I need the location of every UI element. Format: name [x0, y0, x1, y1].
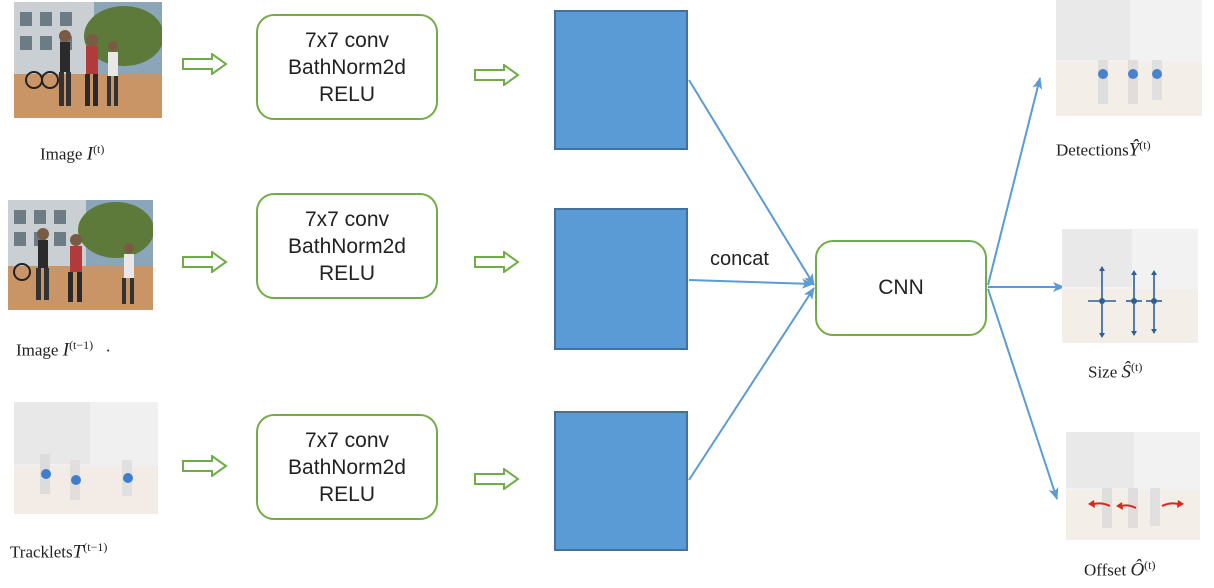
image-t-minus-1-thumbnail — [8, 200, 153, 310]
caption-prefix: Image — [40, 144, 87, 164]
caption-prefix: Image — [16, 340, 63, 360]
arrow-feat1-to-cnn — [688, 79, 815, 286]
caption-superscript: (t−1) — [83, 540, 108, 554]
arrow-feat2-to-cnn — [688, 278, 814, 289]
detections-thumbnail — [1056, 0, 1202, 116]
caption-superscript: (t−1) — [69, 338, 94, 352]
caption-superscript: (t) — [1131, 360, 1143, 374]
caption-prefix: Size — [1088, 362, 1122, 382]
conv-line1: 7x7 conv — [304, 428, 390, 452]
offset-thumbnail — [1066, 432, 1200, 540]
caption-symbol: Ô — [1130, 559, 1145, 581]
size-thumbnail — [1062, 229, 1198, 343]
tracklets-thumbnail — [14, 402, 158, 514]
conv-block-row1: 7x7 conv BathNorm2d RELU — [256, 14, 438, 120]
concat-label: concat — [710, 248, 769, 270]
caption-superscript: (t) — [1139, 138, 1151, 152]
conv-line2: BathNorm2d — [288, 455, 406, 479]
conv-block-row3: 7x7 conv BathNorm2d RELU — [256, 414, 438, 520]
image-t-thumbnail — [14, 2, 162, 118]
arrow-cnn-to-offset — [987, 288, 1059, 500]
block-arrow-row2-output — [474, 251, 520, 273]
caption-prefix: Offset — [1084, 560, 1131, 580]
arrow-cnn-to-detections — [987, 77, 1043, 286]
caption-prefix: Tracklets — [10, 542, 73, 562]
feature-map-row3 — [554, 411, 688, 551]
conv-block-row2: 7x7 conv BathNorm2d RELU — [256, 193, 438, 299]
detections-caption: DetectionsŶ(t) — [1056, 138, 1151, 162]
conv-line2: BathNorm2d — [288, 55, 406, 79]
block-arrow-row3-output — [474, 468, 520, 490]
image-t-minus-1-caption: Image I(t−1) · — [16, 338, 111, 362]
caption-symbol: I — [86, 143, 94, 165]
conv-line3: RELU — [318, 82, 376, 106]
cnn-block: CNN — [815, 240, 987, 336]
block-arrow-row1-input — [182, 53, 228, 75]
feature-map-row1 — [554, 10, 688, 150]
caption-superscript: (t) — [1144, 558, 1156, 572]
conv-line2: BathNorm2d — [288, 234, 406, 258]
image-t-caption: Image I(t) — [40, 142, 104, 166]
conv-line3: RELU — [318, 261, 376, 285]
conv-line1: 7x7 conv — [304, 207, 390, 231]
caption-symbol: Ŝ — [1121, 361, 1132, 383]
caption-superscript: (t) — [93, 142, 105, 156]
feature-map-row2 — [554, 208, 688, 350]
caption-prefix: Detections — [1056, 140, 1129, 160]
arrow-feat3-to-cnn — [688, 287, 815, 481]
block-arrow-row3-input — [182, 455, 228, 477]
block-arrow-row1-output — [474, 64, 520, 86]
caption-symbol: Ŷ — [1128, 139, 1140, 161]
tracklets-caption: TrackletsT(t−1) — [10, 540, 107, 564]
size-caption: Size Ŝ(t) — [1088, 360, 1142, 384]
block-arrow-row2-input — [182, 251, 228, 273]
conv-line3: RELU — [318, 482, 376, 506]
caption-trail-mark: · — [105, 340, 112, 360]
caption-symbol: T — [72, 541, 84, 563]
caption-symbol: I — [62, 339, 70, 361]
conv-line1: 7x7 conv — [304, 28, 390, 52]
cnn-label: CNN — [878, 276, 924, 299]
offset-caption: Offset Ô(t) — [1084, 558, 1156, 582]
